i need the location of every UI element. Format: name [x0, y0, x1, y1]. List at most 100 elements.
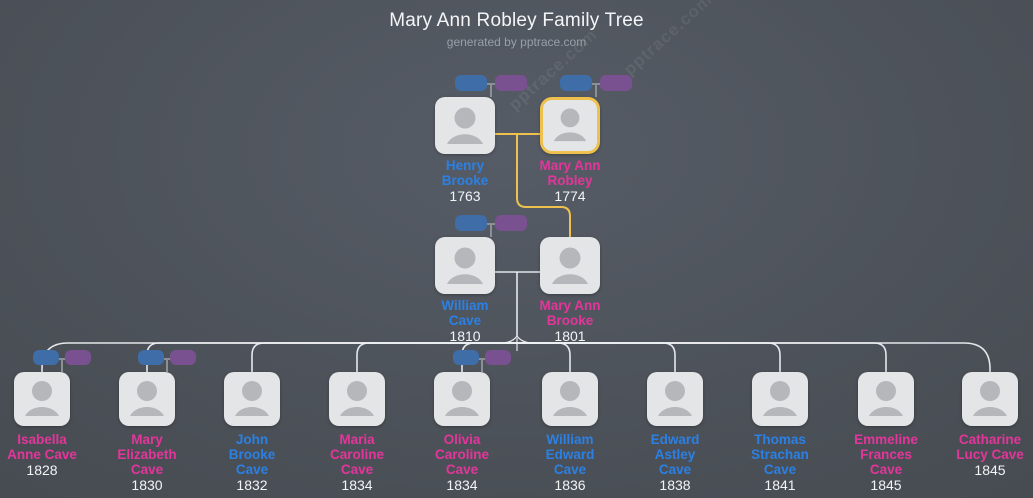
person-card[interactable] [540, 237, 600, 294]
person-emmeline-frances-cave: Emmeline Frances Cave 1845 [834, 372, 938, 494]
spouse-indicator[interactable] [413, 215, 527, 237]
person-card[interactable] [858, 372, 914, 426]
husband-chip-icon[interactable] [455, 215, 487, 231]
person-name[interactable]: John Brooke Cave [228, 432, 276, 477]
person-name[interactable]: Mary Ann Brooke [539, 298, 601, 328]
person-name[interactable]: Edward Astley Cave [650, 432, 700, 477]
person-card[interactable] [434, 372, 490, 426]
person-olivia-caroline-cave: Olivia Caroline Cave 1834 [410, 350, 514, 494]
wife-chip-icon[interactable] [495, 215, 527, 231]
person-silhouette-icon [973, 381, 1007, 416]
union-link-line [164, 358, 170, 360]
person-name[interactable]: William Edward Cave [545, 432, 595, 477]
person-mary-ann-brooke: Mary Ann Brooke 1801 [518, 237, 622, 345]
person-name[interactable]: Olivia Caroline Cave [434, 432, 489, 477]
header: Mary Ann Robley Family Tree generated by… [0, 10, 1033, 49]
wife-chip-icon[interactable] [600, 75, 632, 91]
child-drop-1 [41, 342, 517, 373]
union-stem-line [490, 85, 492, 97]
union-stem-line [61, 360, 63, 372]
child-drop-3 [251, 342, 517, 373]
child-drop-8 [517, 342, 781, 373]
person-name[interactable]: William Cave [441, 298, 489, 328]
wife-chip-icon[interactable] [495, 75, 527, 91]
person-name[interactable]: Maria Caroline Cave [329, 432, 384, 477]
child-drop-7 [517, 342, 676, 373]
union-stem-line [595, 85, 597, 97]
spouse-indicator[interactable] [95, 350, 199, 372]
husband-chip-icon[interactable] [455, 75, 487, 91]
husband-chip-icon[interactable] [453, 350, 479, 365]
husband-chip-icon[interactable] [138, 350, 164, 365]
wife-chip-icon[interactable] [65, 350, 91, 365]
wife-chip-icon[interactable] [170, 350, 196, 365]
person-card[interactable] [329, 372, 385, 426]
person-name[interactable]: Isabella Anne Cave [7, 432, 77, 462]
person-mary-elizabeth-cave: Mary Elizabeth Cave 1830 [95, 350, 199, 494]
person-birth-year: 1830 [131, 477, 163, 493]
person-thomas-strachan-cave: Thomas Strachan Cave 1841 [728, 372, 832, 494]
person-silhouette-icon [552, 247, 588, 284]
person-card-highlighted[interactable] [540, 97, 600, 154]
person-birth-year: 1845 [870, 477, 902, 493]
person-catharine-lucy-cave: Catharine Lucy Cave 1845 [938, 372, 1033, 479]
wife-chip-icon[interactable] [485, 350, 511, 365]
child-drop-4 [356, 342, 517, 373]
person-silhouette-icon [658, 381, 692, 416]
person-maria-caroline-cave: Maria Caroline Cave 1834 [305, 372, 409, 494]
person-card[interactable] [435, 237, 495, 294]
person-card[interactable] [224, 372, 280, 426]
person-card[interactable] [14, 372, 70, 426]
child-drop-6 [517, 342, 571, 373]
person-silhouette-icon [340, 381, 374, 416]
person-name[interactable]: Thomas Strachan Cave [751, 432, 809, 477]
person-name[interactable]: Mary Elizabeth Cave [117, 432, 177, 477]
spouse-indicator[interactable] [410, 350, 514, 372]
person-john-brooke-cave: John Brooke Cave 1832 [200, 372, 304, 494]
page-title: Mary Ann Robley Family Tree [389, 10, 644, 31]
person-silhouette-icon [553, 381, 587, 416]
person-silhouette-icon [235, 381, 269, 416]
person-name[interactable]: Henry Brooke [441, 158, 489, 188]
union-stem-line [166, 360, 168, 372]
husband-chip-icon[interactable] [33, 350, 59, 365]
husband-chip-icon[interactable] [560, 75, 592, 91]
person-birth-year: 1845 [974, 462, 1006, 478]
person-william-edward-cave: William Edward Cave 1836 [518, 372, 622, 494]
person-isabella-anne-cave: Isabella Anne Cave 1828 [0, 350, 94, 479]
union-stem-line [490, 225, 492, 237]
child-drop-9 [517, 342, 887, 373]
union-link-line [487, 83, 495, 85]
union-link-line [487, 223, 495, 225]
person-card[interactable] [435, 97, 495, 154]
person-silhouette-icon [447, 107, 483, 144]
person-silhouette-icon [763, 381, 797, 416]
person-card[interactable] [962, 372, 1018, 426]
person-name[interactable]: Mary Ann Robley [539, 158, 601, 188]
person-birth-year: 1838 [659, 477, 691, 493]
union-stem-line [481, 360, 483, 372]
union-link-line [59, 358, 65, 360]
person-card[interactable] [647, 372, 703, 426]
person-edward-astley-cave: Edward Astley Cave 1838 [623, 372, 727, 494]
person-card[interactable] [119, 372, 175, 426]
person-birth-year: 1801 [554, 328, 586, 344]
person-name[interactable]: Emmeline Frances Cave [854, 432, 918, 477]
person-birth-year: 1774 [554, 188, 586, 204]
spouse-indicator[interactable] [413, 75, 527, 97]
person-silhouette-icon [553, 108, 587, 142]
highlight-descent-line [516, 134, 571, 238]
person-birth-year: 1763 [449, 188, 481, 204]
person-birth-year: 1841 [764, 477, 796, 493]
person-henry-brooke: Henry Brooke 1763 [413, 75, 527, 205]
spouse-indicator[interactable] [518, 75, 632, 97]
person-name[interactable]: Catharine Lucy Cave [956, 432, 1024, 462]
person-card[interactable] [542, 372, 598, 426]
spouse-indicator[interactable] [0, 350, 94, 372]
person-birth-year: 1834 [341, 477, 373, 493]
union-link-line [592, 83, 600, 85]
person-card[interactable] [752, 372, 808, 426]
union-link-line [479, 358, 485, 360]
